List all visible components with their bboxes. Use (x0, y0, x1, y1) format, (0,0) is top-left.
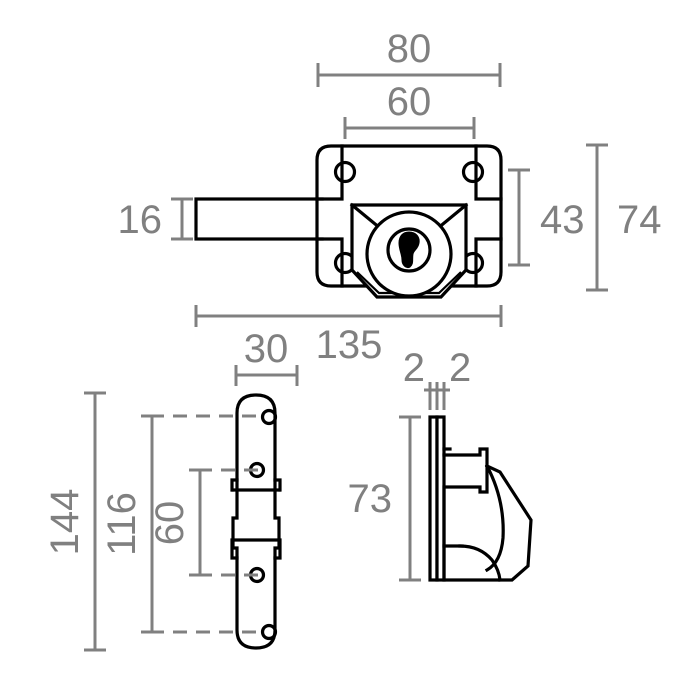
dim-60b-label: 60 (148, 501, 192, 546)
dim-144-label: 144 (43, 489, 87, 556)
dimension-116: 116 (100, 414, 163, 634)
front-view-group: 80 60 16 43 74 (118, 27, 662, 367)
dimension-144: 144 (43, 391, 106, 652)
dimension-73: 73 (348, 415, 421, 582)
plate-screw-hole-1 (260, 408, 278, 426)
side-plate-notch-right-bottom (273, 538, 282, 560)
side-plate-notch-left-bottom (230, 538, 239, 560)
plate-screw-hole-4 (260, 623, 278, 641)
profile-body-outline (442, 447, 533, 582)
dim-16-label: 16 (118, 198, 163, 242)
screw-hole-top-left (333, 160, 357, 184)
side-plate-view-group: 30 144 116 60 (43, 327, 299, 652)
dim-43-label: 43 (540, 198, 585, 242)
bolt-bar (194, 197, 324, 241)
screw-hole-top-right (461, 160, 485, 184)
dimension-43: 43 (508, 168, 585, 267)
dim-116-label: 116 (100, 492, 144, 556)
side-plate-outline (231, 393, 281, 650)
lower-left-plate-edge (315, 237, 344, 288)
dim-60-label: 60 (387, 80, 432, 124)
dimension-30: 30 (234, 327, 299, 386)
dim-135-label: 135 (316, 323, 383, 367)
side-plate-notch-right-top (273, 478, 282, 492)
dimension-60-top: 60 (343, 80, 476, 139)
profile-view-group: 2 2 73 (348, 346, 533, 582)
dim-73-label: 73 (348, 477, 393, 521)
keyhole-profile (398, 231, 420, 268)
dimension-60-side: 60 (148, 468, 211, 577)
dimension-2-2: 2 2 (403, 346, 471, 410)
dim-74-label: 74 (617, 198, 662, 242)
dim-30-label: 30 (244, 327, 289, 371)
dim-2a-label: 2 (403, 346, 425, 390)
profile-lower-hump (458, 544, 502, 582)
dimension-74: 74 (586, 143, 662, 292)
dimension-16: 16 (118, 197, 193, 242)
lower-right-plate-edge (474, 237, 503, 288)
side-plate-notch-left-top (230, 478, 239, 492)
dimension-80: 80 (316, 27, 502, 87)
dimension-135: 135 (194, 305, 503, 367)
dim-80-label: 80 (387, 27, 432, 71)
dim-2b-label: 2 (449, 346, 471, 390)
